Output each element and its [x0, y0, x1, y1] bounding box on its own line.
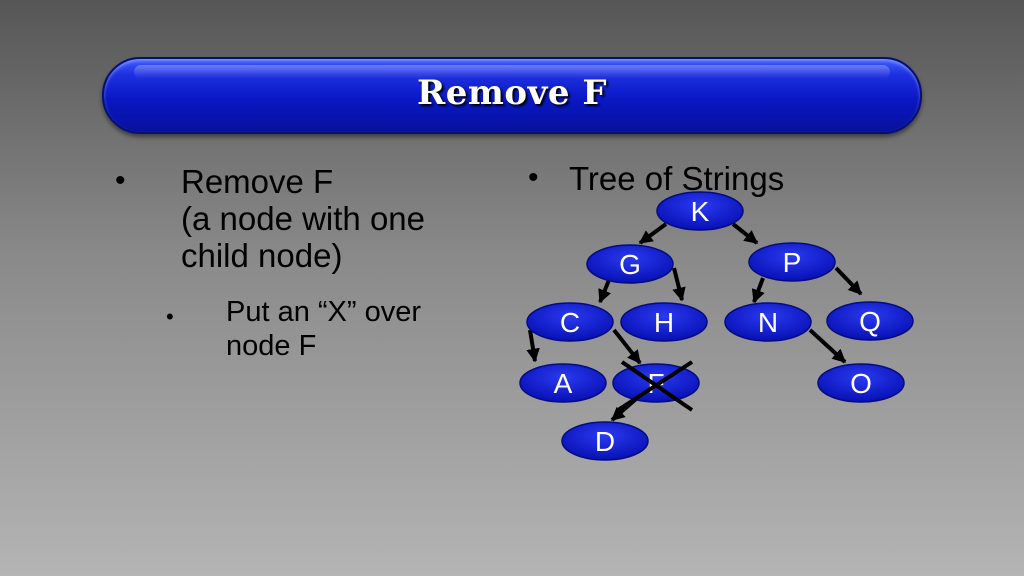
node-label: D	[595, 426, 615, 457]
node-label: O	[850, 368, 872, 399]
tree-node-n: N	[724, 302, 812, 342]
node-label: P	[783, 247, 802, 278]
sub-bullet-line-2: node F	[226, 329, 317, 362]
tree-node-h: H	[620, 302, 708, 342]
bullet-line-3: child node)	[181, 236, 343, 274]
cross-stroke-2	[616, 360, 694, 412]
slide-title: Remove F	[417, 73, 607, 113]
node-ellipse	[826, 301, 914, 341]
tree-node-d: D	[561, 421, 649, 461]
node-ellipse	[561, 421, 649, 461]
tree-nodes: KGPCHNQAFOD	[519, 191, 914, 461]
edge-c-f	[612, 328, 642, 365]
bullet-line-1: Remove F	[181, 163, 334, 200]
sub-bullet-put-x: Put an “X” over node F	[226, 296, 421, 364]
tree-node-c: C	[526, 302, 614, 342]
node-ellipse	[724, 302, 812, 342]
node-label: C	[560, 307, 580, 338]
tree-node-k: K	[656, 191, 744, 231]
node-ellipse	[519, 363, 607, 403]
edge-n-o	[808, 328, 847, 364]
bullet-tree-of-strings: Tree of Strings	[569, 160, 785, 197]
tree-node-g: G	[586, 244, 674, 284]
edge-p-n	[751, 277, 765, 304]
node-label: G	[619, 249, 641, 280]
tree-node-a: A	[519, 363, 607, 403]
edge-k-p	[731, 222, 759, 245]
tree-node-p: P	[748, 242, 836, 282]
node-ellipse	[586, 244, 674, 284]
node-ellipse	[620, 302, 708, 342]
node-label: Q	[859, 306, 881, 337]
tree-node-q: Q	[826, 301, 914, 341]
node-ellipse	[656, 191, 744, 231]
cross-out-mark	[616, 360, 694, 412]
node-ellipse	[526, 302, 614, 342]
node-ellipse	[748, 242, 836, 282]
bullet-marker-right: •	[528, 161, 539, 194]
title-banner: Remove F	[102, 57, 922, 134]
sub-bullet-marker: •	[166, 304, 174, 329]
tree-node-o: O	[817, 363, 905, 403]
node-label: K	[691, 196, 710, 227]
sub-bullet-line-1: Put an “X” over	[226, 296, 422, 328]
edge-g-h	[672, 267, 686, 302]
edge-p-q	[834, 266, 863, 296]
edge-c-a	[526, 329, 540, 363]
node-label: N	[758, 307, 778, 338]
node-label: H	[654, 307, 674, 338]
bullet-line-2: (a node with one	[181, 199, 426, 237]
node-label: A	[554, 368, 573, 399]
bullet-remove-f: Remove F (a node with one child node)	[181, 163, 426, 275]
edge-g-c	[598, 279, 611, 304]
tree-edges	[526, 222, 863, 422]
node-ellipse	[817, 363, 905, 403]
edge-k-g	[638, 222, 668, 245]
bullet-marker: •	[115, 164, 126, 197]
